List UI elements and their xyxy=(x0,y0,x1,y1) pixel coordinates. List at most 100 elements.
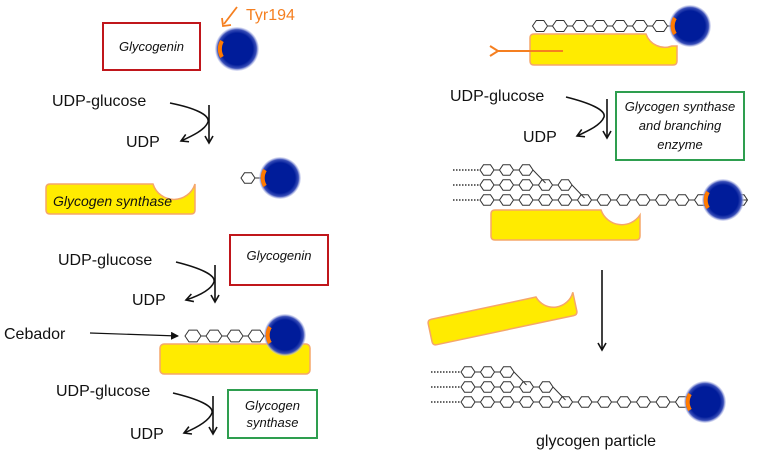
protein-core xyxy=(215,27,259,71)
glucose-hexagon xyxy=(655,396,671,408)
glycogenin-box-1-label: Glycogenin xyxy=(119,39,184,54)
glucose-hexagon xyxy=(479,179,495,191)
tyr194-annotation: Tyr194 xyxy=(221,6,295,28)
tyrosine-site xyxy=(260,168,267,188)
glucose-hexagon xyxy=(499,381,515,393)
glycogenin-box-2-label: Glycogenin xyxy=(246,248,311,263)
reaction-4-product: UDP xyxy=(523,129,557,146)
reaction-4-substrate: UDP-glucose xyxy=(450,88,544,105)
glycogen-synthase-enzyme-1: Glycogen synthase xyxy=(45,183,196,215)
glucose-hexagon xyxy=(479,164,495,176)
glucose-hexagon xyxy=(518,381,535,393)
glucose-hexagon xyxy=(635,194,651,206)
reaction-1-substrate: UDP-glucose xyxy=(52,93,146,110)
reaction-3-product: UDP xyxy=(130,426,164,443)
glycogen-synthase-box: Glycogen synthase xyxy=(227,389,318,439)
glucose-hexagon xyxy=(460,366,476,378)
glycogen-synthase-label: Glycogen synthase xyxy=(53,193,172,209)
synthase-branching-enzyme-box: Glycogen synthase and branching enzyme xyxy=(615,91,745,161)
protein-core xyxy=(684,381,726,423)
glucose-hexagon xyxy=(240,172,256,184)
glucose-hexagon xyxy=(571,20,589,32)
synthase-branching-box-line1: Glycogen synthase xyxy=(625,99,736,114)
tyr194-label: Tyr194 xyxy=(246,7,295,24)
glucose-hexagon xyxy=(631,20,649,32)
reaction-1: UDP-glucose UDP xyxy=(52,93,214,151)
tyrosine-site xyxy=(670,16,677,36)
glucose-hexagon xyxy=(654,194,671,206)
synthase-glycogenin-complex-2 xyxy=(489,5,711,66)
glycosidic-bond xyxy=(571,184,585,199)
glucose-hexagon xyxy=(226,329,244,343)
tyrosine-site xyxy=(703,190,710,210)
tyr194-arrowhead xyxy=(221,17,232,28)
glucose-hexagon xyxy=(205,329,223,343)
glucose-hexagon xyxy=(479,366,496,378)
synthase-branching-box-line3: enzyme xyxy=(657,137,703,152)
tyrosine-site xyxy=(685,392,692,412)
glucose-hexagon xyxy=(611,20,629,32)
glucose-hexagon xyxy=(537,194,554,206)
glycogenin-protein-1 xyxy=(215,27,259,71)
glycogenin-protein-2 xyxy=(240,157,301,199)
glucose-hexagon xyxy=(498,194,515,206)
glucose-hexagon xyxy=(518,179,534,191)
reaction-2-substrate: UDP-glucose xyxy=(58,252,152,269)
reaction-2-product: UDP xyxy=(132,292,166,309)
protein-core xyxy=(702,179,744,221)
glucose-hexagon xyxy=(538,396,554,408)
glycogenin-box-2: Glycogenin xyxy=(229,234,329,286)
tyrosine-site xyxy=(265,325,272,345)
glucose-hexagon xyxy=(538,381,554,393)
glucose-hexagon xyxy=(518,396,535,408)
glucose-hexagon xyxy=(460,381,476,393)
glycogen-particle xyxy=(431,366,726,423)
glucose-hexagon xyxy=(651,20,669,32)
glucose-hexagon xyxy=(184,329,202,343)
synthase-branching-box-line2: and branching xyxy=(639,118,722,133)
glycogen-synthase-box-line2: synthase xyxy=(246,415,298,430)
glucose-hexagon xyxy=(596,396,613,408)
glycogenin-box-1: Glycogenin xyxy=(102,22,201,71)
reaction-4-curved-arrow xyxy=(565,96,605,138)
glucose-hexagon xyxy=(616,396,632,408)
tyrosine-site xyxy=(217,40,224,58)
primer-annotation: Cebador xyxy=(4,326,179,343)
released-glycogen-synthase xyxy=(427,292,578,346)
glucose-hexagon xyxy=(498,179,515,191)
reaction-1-curved-arrow xyxy=(169,102,209,143)
glucose-hexagon xyxy=(635,396,652,408)
reaction-4: UDP-glucose UDP xyxy=(450,88,612,146)
glycogen-synthase-enzyme-3 xyxy=(529,33,678,66)
glucose-hexagon xyxy=(499,366,515,378)
reaction-2-curved-arrow xyxy=(175,261,215,303)
glucose-hexagon xyxy=(557,396,574,408)
glucose-hexagon xyxy=(577,396,593,408)
glucose-hexagon xyxy=(518,194,534,206)
growing-chain xyxy=(531,20,689,32)
protein-core xyxy=(669,5,711,47)
primer-chain xyxy=(184,329,270,343)
particle-chain xyxy=(431,366,691,408)
glucose-hexagon xyxy=(531,20,549,32)
tyr194-arrow xyxy=(223,6,238,25)
glucose-hexagon xyxy=(479,396,496,408)
glycogen-particle-label: glycogen particle xyxy=(536,433,656,450)
reaction-3-curved-arrow xyxy=(172,392,213,435)
reaction-3: UDP-glucose UDP xyxy=(56,383,218,443)
primer-label: Cebador xyxy=(4,326,66,343)
glycosidic-bond xyxy=(532,169,546,184)
glucose-hexagon xyxy=(479,381,496,393)
glycosidic-bond xyxy=(513,371,527,386)
glucose-hexagon xyxy=(498,164,515,176)
primer-arrow xyxy=(89,331,179,340)
glucose-hexagon xyxy=(479,194,495,206)
glucose-hexagon xyxy=(615,194,632,206)
glucose-hexagon xyxy=(576,194,593,206)
reaction-1-product: UDP xyxy=(126,134,160,151)
protein-core xyxy=(264,314,306,356)
glucose-hexagon xyxy=(591,20,609,32)
synthase-glycogenin-complex-1 xyxy=(159,314,311,375)
glucose-hexagon xyxy=(499,396,515,408)
